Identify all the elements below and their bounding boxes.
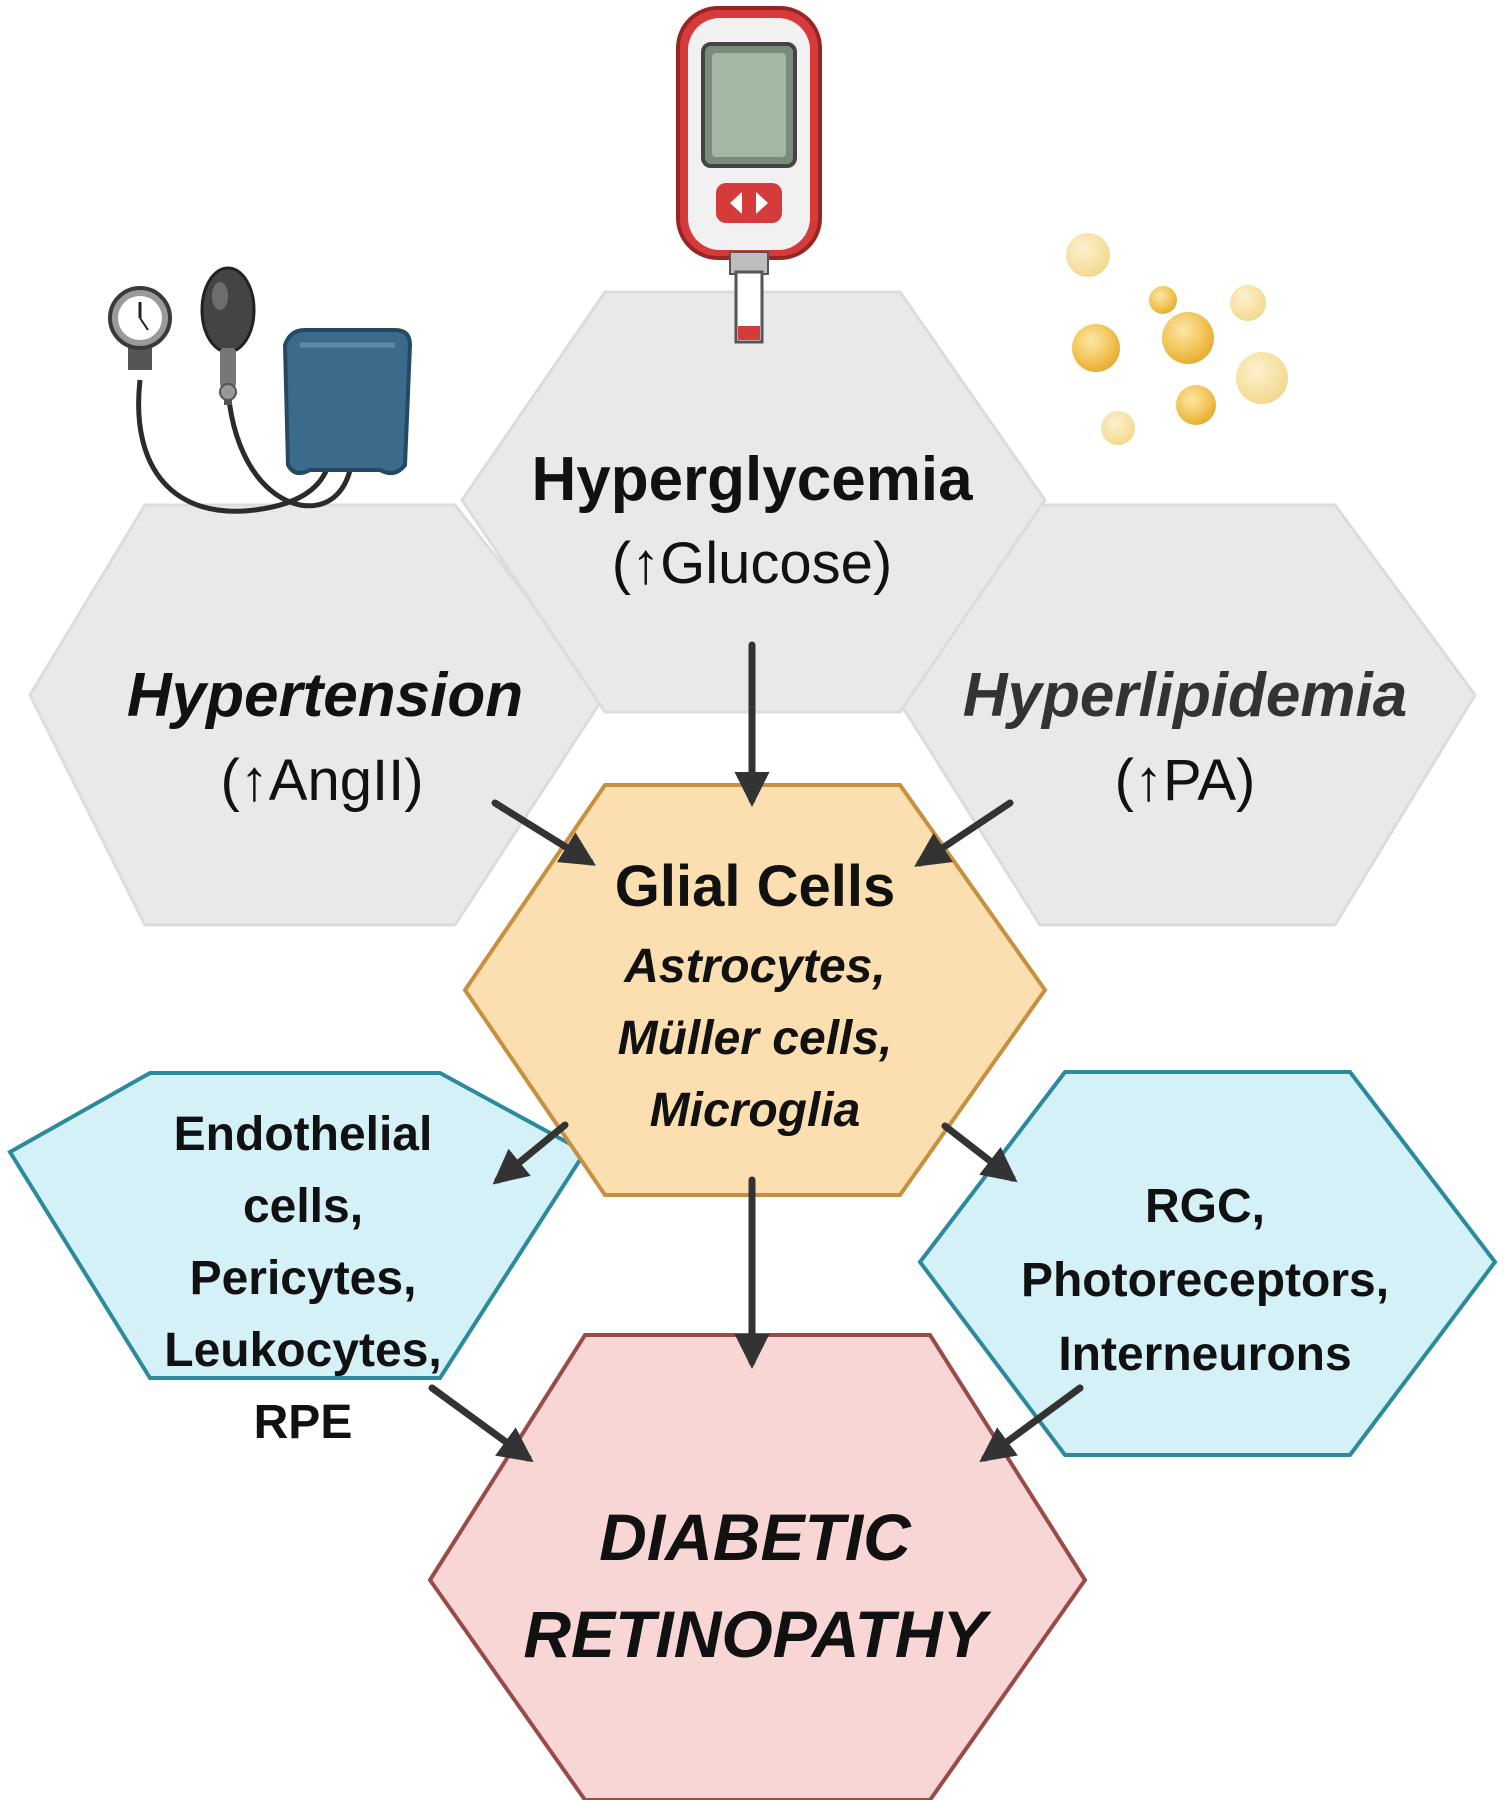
vascular-line-4: Leukocytes, — [164, 1324, 441, 1377]
arrow-hypertension-to-glial — [491, 799, 596, 866]
hypertension-subtitle: (↑AngII) — [220, 748, 423, 813]
arrow-hyperlipidemia-to-glial — [914, 799, 1014, 867]
vascular-line-3: Pericytes, — [190, 1252, 417, 1305]
retinopathy-line-2: RETINOPATHY — [523, 1597, 991, 1671]
glial-line-1: Astrocytes, — [623, 940, 885, 993]
glucometer-icon — [676, 6, 822, 344]
hyperglycemia-subtitle: (↑Glucose) — [612, 531, 892, 596]
arrow-glial-to-neural — [941, 1122, 1018, 1183]
hypertension-title: Hypertension — [127, 661, 523, 730]
neural-line-1: RGC, — [1145, 1180, 1265, 1233]
hexagon-diabetic-retinopathy — [427, 1333, 1088, 1800]
glial-line-2: Müller cells, — [618, 1012, 893, 1065]
hyperlipidemia-title: Hyperlipidemia — [963, 661, 1407, 730]
arrow-neural-to-retinopathy — [979, 1384, 1084, 1463]
arrow-vascular-to-retinopathy — [428, 1384, 534, 1463]
arrow-glial-to-vascular — [492, 1121, 569, 1185]
hyperglycemia-title: Hyperglycemia — [531, 445, 973, 514]
hexagon-hyperglycemia — [460, 290, 1047, 714]
neural-line-3: Interneurons — [1058, 1328, 1351, 1381]
sphygmomanometer-icon — [108, 266, 413, 514]
arrows — [428, 641, 1084, 1463]
hexagon-glial-cells — [462, 783, 1048, 1197]
vascular-line-1: Endothelial — [174, 1108, 433, 1161]
neural-line-2: Photoreceptors, — [1021, 1254, 1389, 1307]
hexagon-neural-cells — [917, 1070, 1498, 1457]
glial-title: Glial Cells — [615, 854, 895, 919]
glial-line-3: Microglia — [650, 1084, 861, 1137]
hyperlipidemia-subtitle: (↑PA) — [1115, 748, 1256, 813]
retinopathy-line-1: DIABETIC — [599, 1500, 912, 1574]
vascular-line-5: RPE — [254, 1396, 353, 1449]
lipid-droplets-icon — [1066, 233, 1288, 445]
vascular-line-2: cells, — [243, 1180, 363, 1233]
